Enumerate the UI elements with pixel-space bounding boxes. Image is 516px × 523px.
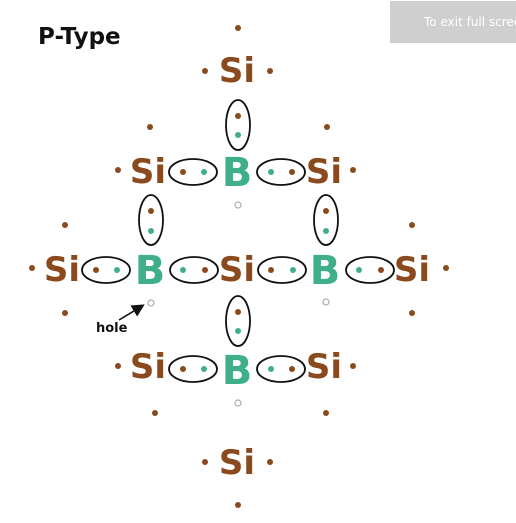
electron-dot-silicon — [235, 113, 241, 119]
si-atom-upper-right: Si — [306, 152, 342, 192]
bond-vertical-left — [138, 194, 164, 246]
bond-horizontal-lower-right — [256, 355, 306, 383]
electron-dot — [152, 410, 158, 416]
bond-electrons — [93, 113, 384, 372]
electron-dot — [62, 222, 68, 228]
si-atom-far-right: Si — [394, 250, 430, 290]
si-atom-top: Si — [219, 51, 255, 91]
electron-dot-boron — [323, 228, 329, 234]
hole-annotation-arrow — [118, 304, 145, 321]
electron-dot — [350, 363, 356, 369]
si-atom-lower-left: Si — [130, 347, 166, 387]
electron-dot — [323, 410, 329, 416]
electron-dot-silicon — [268, 267, 274, 273]
electron-dot-boron — [268, 169, 274, 175]
electron-dot-boron — [201, 366, 207, 372]
si-atom-upper-left: Si — [130, 152, 166, 192]
electron-dot-boron — [268, 366, 274, 372]
electron-dot — [235, 25, 241, 31]
atom-labels: Si Si B Si Si B Si B Si Si B Si Si — [44, 51, 430, 483]
bond-horizontal-upper-left — [168, 158, 218, 186]
electron-dot-silicon — [235, 309, 241, 315]
b-atom-middle-right: B — [310, 248, 341, 294]
bond-horizontal-lower-left — [168, 355, 218, 383]
si-atom-far-left: Si — [44, 250, 80, 290]
electron-dot-silicon — [289, 169, 295, 175]
electron-dot — [409, 222, 415, 228]
si-atom-lower-right: Si — [306, 347, 342, 387]
bond-horizontal-center-left — [169, 256, 219, 284]
electron-dot-boron — [148, 228, 154, 234]
electron-dot-boron — [114, 267, 120, 273]
bond-vertical-top — [225, 99, 251, 151]
hole-marker — [234, 201, 242, 209]
electron-dot-silicon — [180, 366, 186, 372]
bond-horizontal-center-right — [257, 256, 307, 284]
bond-horizontal-upper-right — [256, 158, 306, 186]
si-atom-center: Si — [219, 250, 255, 290]
bond-vertical-right — [313, 194, 339, 246]
b-atom-middle-left: B — [135, 248, 166, 294]
electron-dot — [324, 124, 330, 130]
fullscreen-exit-notice: To exit full screen, press Esc — [390, 1, 516, 43]
electron-dot — [409, 310, 415, 316]
hole-marker — [322, 298, 330, 306]
electron-dot — [202, 68, 208, 74]
bond-vertical-bottom — [225, 295, 251, 347]
b-atom-lower-center: B — [222, 348, 253, 394]
electron-dot — [62, 310, 68, 316]
electron-dot-silicon — [289, 366, 295, 372]
electron-dot-boron — [290, 267, 296, 273]
electron-dot-silicon — [202, 267, 208, 273]
electron-dot-boron — [356, 267, 362, 273]
hole-annotation-label: hole — [96, 321, 128, 336]
holes — [147, 201, 330, 407]
electron-dot-silicon — [180, 169, 186, 175]
b-atom-upper-center: B — [222, 150, 253, 196]
electron-dot-boron — [235, 132, 241, 138]
electron-dot-silicon — [378, 267, 384, 273]
electron-dot — [267, 459, 273, 465]
electron-dot — [115, 363, 121, 369]
bond-horizontal-far-right — [345, 256, 395, 284]
electron-dot-silicon — [93, 267, 99, 273]
electron-dot — [29, 265, 35, 271]
lone-electrons — [29, 25, 449, 508]
electron-dot — [267, 68, 273, 74]
electron-dot-silicon — [148, 208, 154, 214]
bond-horizontal-far-left — [81, 256, 131, 284]
covalent-bonds — [81, 99, 395, 383]
electron-dot-boron — [180, 267, 186, 273]
diagram-title: P-Type — [38, 24, 121, 50]
si-atom-bottom: Si — [219, 443, 255, 483]
electron-dot — [115, 167, 121, 173]
electron-dot — [235, 502, 241, 508]
electron-dot — [147, 124, 153, 130]
electron-dot — [350, 167, 356, 173]
hole-marker — [234, 399, 242, 407]
electron-dot-boron — [201, 169, 207, 175]
hole-marker — [147, 299, 155, 307]
electron-dot — [202, 459, 208, 465]
electron-dot — [443, 265, 449, 271]
electron-dot-boron — [235, 328, 241, 334]
electron-dot-silicon — [323, 208, 329, 214]
